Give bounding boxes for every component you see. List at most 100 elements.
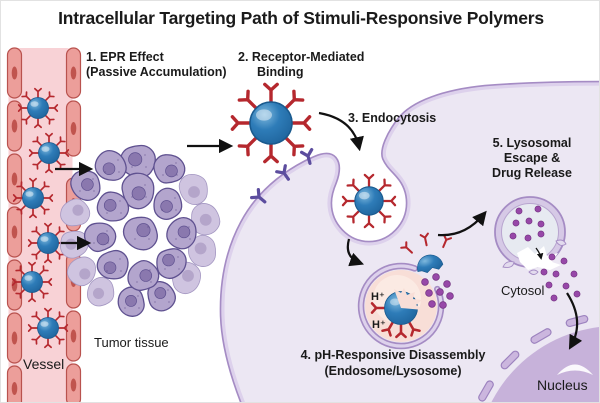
arrow-binding-to-endocytosis [318, 111, 364, 152]
tumor-cell-speckle [189, 238, 191, 240]
step2-label-line1: 2. Receptor-Mediated [238, 50, 364, 64]
tumor-cell-speckle [106, 270, 108, 272]
tumor-cell-speckle [147, 226, 149, 228]
step5-label-line3: Drug Release [492, 166, 572, 180]
tumor-cell-speckle [188, 226, 190, 228]
tumor-cell-speckle [93, 190, 95, 192]
tumor-cell-speckle [79, 190, 81, 192]
step4-label-line2: (Endosome/Lysosome) [324, 364, 461, 378]
endothelial-nucleus [11, 331, 18, 345]
arrow-pit-to-endosome [346, 238, 365, 267]
tumor-cell-nucleus [160, 200, 173, 213]
tumor-cell-nucleus [72, 204, 84, 216]
nucleus-label: Nucleus [537, 377, 588, 393]
tumor-cell-speckle [175, 162, 177, 164]
tumor-cell-nucleus [154, 287, 167, 299]
vessel-label: Vessel [23, 356, 64, 372]
tumor-cell-speckle [120, 270, 122, 272]
vessel-wall-left [6, 47, 23, 402]
tumor-cell-speckle [176, 174, 178, 176]
tumor-tissue [60, 144, 221, 317]
tumor-cell-nucleus [96, 232, 110, 246]
tumor-cell-speckle [92, 178, 94, 180]
tumor-cell-nucleus [102, 162, 116, 175]
tumor-cell-nucleus [79, 268, 91, 280]
tumor-cell-speckle [150, 281, 152, 283]
tumor-cell-speckle [145, 196, 147, 198]
arrow-endosome-to-lysosome [437, 210, 487, 237]
tumor-cell-speckle [175, 238, 177, 240]
membrane-shards [502, 239, 567, 275]
proton-label: H⁺ [371, 291, 385, 303]
tumor-cell-speckle [117, 159, 119, 161]
tumor-cell-speckle [144, 154, 146, 156]
tumor-cell-speckle [154, 301, 156, 303]
step1-label-line1: 1. EPR Effect [86, 50, 165, 64]
tumor-cell-nucleus [162, 253, 175, 267]
tumor-cell-speckle [106, 212, 108, 214]
tumor-cell-nucleus [125, 294, 137, 307]
endothelial-nucleus [70, 329, 77, 343]
endothelial-nucleus [70, 378, 77, 392]
nanoparticle-binding-icon [232, 84, 309, 161]
tumor-cell-nucleus [103, 199, 117, 212]
tumor-cell-speckle [138, 307, 140, 309]
tumor-cell-speckle [106, 230, 108, 232]
tumor-cell-nucleus [128, 152, 143, 167]
endothelial-nucleus [11, 225, 18, 239]
endothelial-nucleus [11, 382, 18, 395]
step3-label: 3. Endocytosis [348, 111, 436, 125]
tumor-cell-speckle [149, 269, 151, 271]
tumor-cell-nucleus [199, 213, 212, 226]
tumor-cell-speckle [119, 200, 121, 202]
endothelial-nucleus [11, 66, 18, 80]
diagram-title: Intracellular Targeting Path of Stimuli-… [58, 8, 544, 28]
tumor-cell-speckle [131, 196, 133, 198]
tumor-cell-nucleus [136, 223, 151, 238]
release-arrow-icon [535, 247, 544, 260]
tumor-cell-speckle [177, 256, 179, 258]
nanoparticle-in-pit-icon [343, 175, 395, 227]
step1-label-line2: (Passive Accumulation) [86, 65, 227, 79]
step2-label-line2: Binding [257, 65, 304, 79]
tumor-cell-nucleus [131, 186, 146, 201]
tumor-cell-nucleus [177, 225, 191, 239]
endothelial-nucleus [11, 172, 18, 186]
tumor-cell-nucleus [182, 269, 194, 282]
arrow-drug-to-nucleus [566, 292, 583, 350]
tumor-cell-nucleus [194, 242, 207, 255]
tumor-cell-speckle [119, 258, 121, 260]
lysosome [494, 196, 581, 302]
tumor-cell-speckle [164, 268, 166, 270]
tumor-cell-speckle [104, 171, 106, 173]
nanoparticle-disassembling-icon [370, 288, 424, 339]
tumor-cell-speckle [168, 301, 170, 303]
tumor-cell-speckle [174, 197, 176, 199]
tumor-cell-speckle [162, 174, 164, 176]
tumor-cell-speckle [118, 171, 120, 173]
tumor-cell-speckle [136, 281, 138, 283]
tumor-cell-speckle [145, 166, 147, 168]
tumor-label: Tumor tissue [94, 335, 169, 350]
pathway-arrows [55, 111, 583, 350]
nucleus-highlight [557, 364, 593, 375]
vessel-lumen [8, 48, 73, 402]
proton-label: H⁺ [372, 319, 386, 331]
tumor-cell-nucleus [165, 164, 178, 178]
tumor-cell-nucleus [65, 238, 77, 250]
endothelial-nucleus [70, 122, 77, 135]
tumor-cell-speckle [148, 238, 150, 240]
tumor-cell-speckle [93, 242, 95, 244]
tumor-cell-speckle [134, 238, 136, 240]
endothelial-nucleus [11, 119, 18, 133]
tumor-cell-nucleus [188, 186, 200, 198]
tumor-cell-speckle [144, 184, 146, 186]
endosome: H⁺ H⁺ [357, 232, 454, 350]
tumor-cell-speckle [120, 212, 122, 214]
tumor-cell-nucleus [81, 178, 94, 191]
step5-label-line1: 5. Lysosomal [493, 136, 572, 150]
endothelial-nucleus [70, 66, 77, 80]
tumor-cell-speckle [178, 268, 180, 270]
